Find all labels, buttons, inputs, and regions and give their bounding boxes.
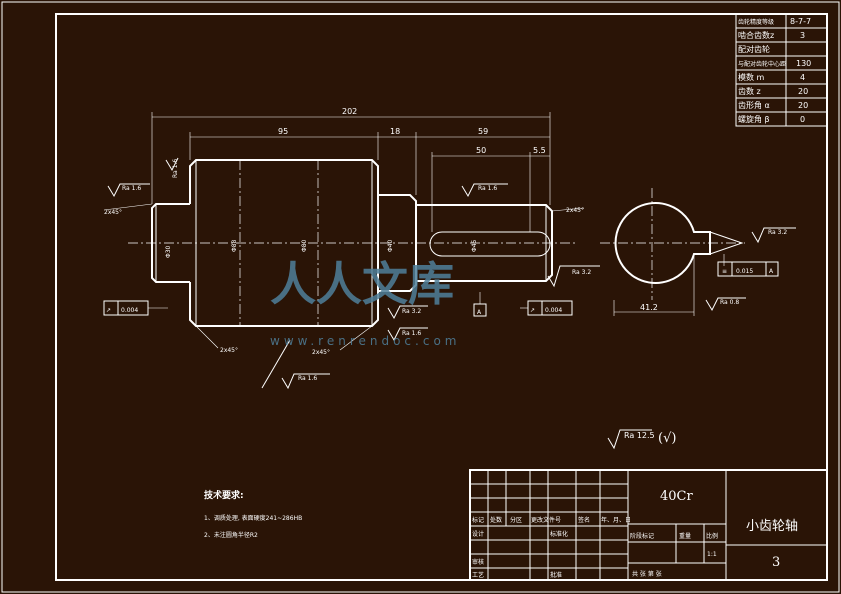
param-value-3: 130	[796, 59, 811, 68]
dim-section-width: 41.2	[640, 303, 658, 312]
param-label-0: 齿轮精度等级	[738, 18, 774, 26]
chamfer-bottom-2: 2x45°	[312, 349, 330, 356]
top-dimensions	[151, 112, 551, 232]
tb-scale-value: 1:1	[707, 551, 717, 558]
tb-check: 审核	[472, 558, 484, 566]
chamfer-bottom-1: 2x45°	[220, 347, 238, 354]
runout-right-symbol: ↗	[530, 307, 535, 314]
tb-material: 40Cr	[660, 489, 693, 504]
param-value-0: 8-7-7	[790, 17, 811, 26]
chamfer-leaders	[103, 203, 585, 351]
dim-dia-big-1: Φ88	[231, 239, 238, 252]
param-label-7: 螺旋角 β	[738, 114, 770, 124]
tech-req-item-1: 1、调质处理, 表面硬度241~286HB	[204, 514, 302, 522]
roughness-ra16-e: Ra 1.6	[402, 330, 421, 337]
tb-mark: 标记	[472, 516, 484, 524]
chamfer-left: 2x45°	[104, 209, 122, 216]
sym-datum: A	[769, 268, 774, 275]
dim-95: 95	[278, 127, 288, 136]
inner-border	[55, 13, 828, 581]
tech-req-title: 技术要求:	[204, 489, 244, 501]
param-label-2: 配对齿轮	[738, 44, 770, 54]
watermark-url: www.renrendoc.com	[270, 334, 460, 348]
roughness-ra16-b: Ra 1.6	[172, 159, 179, 178]
param-value-5: 20	[798, 87, 808, 96]
tb-change-doc: 更改文件号	[531, 516, 561, 524]
param-value-4: 4	[800, 73, 805, 82]
param-label-3: 与配对齿轮中心距	[738, 60, 786, 68]
sym-symbol: ≡	[722, 268, 727, 275]
dim-dia-small: Φ30	[165, 245, 172, 258]
dim-5-5: 5.5	[533, 146, 546, 155]
roughness-ra16-d: Ra 1.6	[298, 375, 317, 382]
tb-part-name: 小齿轮轴	[746, 519, 798, 534]
chamfer-right: 2x45°	[566, 207, 584, 214]
param-value-7: 0	[800, 115, 805, 124]
title-block	[469, 469, 828, 581]
roughness-ra32-a: Ra 3.2	[572, 269, 591, 276]
tb-sheets: 共 张 第 张	[632, 570, 662, 578]
tb-stage: 阶段标记	[630, 532, 654, 540]
params-table: 齿轮精度等级 8-7-7 啮合齿数z 3 配对齿轮 与配对齿轮中心距 130 模…	[735, 13, 828, 127]
shaft-outline	[151, 159, 553, 327]
datum-box-label: A	[477, 309, 482, 316]
roughness-general-suffix: (√)	[658, 431, 676, 446]
roughness-ra32-b: Ra 3.2	[402, 308, 421, 315]
param-value-6: 20	[798, 101, 808, 110]
tech-req-item-2: 2、未注圆角半径R2	[204, 531, 258, 539]
tb-zone: 分区	[510, 516, 522, 524]
runout-right-value: 0.004	[545, 307, 562, 314]
roughness-ra08: Ra 0.8	[720, 299, 739, 306]
sym-value: 0.015	[736, 268, 753, 275]
roughness-marks	[107, 157, 796, 450]
tb-design: 设计	[472, 530, 484, 538]
param-value-1: 3	[800, 31, 805, 40]
dim-dia-key: Φ45	[471, 239, 478, 252]
tolerance-frames	[103, 261, 779, 317]
tb-count: 处数	[490, 516, 502, 524]
dim-dia-mid: Φ40	[387, 239, 394, 252]
param-label-6: 齿形角 α	[738, 100, 770, 110]
tb-approve: 批准	[550, 571, 562, 579]
tb-ratio: 比例	[706, 532, 718, 540]
tb-drawing-no: 3	[772, 555, 780, 570]
dim-overall-length: 202	[342, 107, 357, 116]
roughness-general: Ra 12.5	[624, 431, 655, 440]
param-label-4: 模数 m	[738, 72, 765, 82]
param-label-5: 齿数 z	[738, 86, 761, 96]
tb-signature: 签名	[578, 516, 590, 524]
tb-weight: 重量	[679, 532, 691, 540]
tb-standard: 标准化	[550, 530, 568, 538]
roughness-ra16-a: Ra 1.6	[122, 185, 141, 192]
runout-left-value: 0.004	[121, 307, 138, 314]
param-label-1: 啮合齿数z	[738, 30, 774, 40]
dim-59: 59	[478, 127, 488, 136]
roughness-ra16-c: Ra 1.6	[478, 185, 497, 192]
watermark-text: 人人文库	[270, 257, 454, 311]
dim-dia-big-2: Φ80	[301, 239, 308, 252]
section-view	[600, 188, 745, 316]
tb-process: 工艺	[472, 571, 484, 579]
dim-50: 50	[476, 146, 486, 155]
dim-18: 18	[390, 127, 400, 136]
runout-left-symbol: ↗	[106, 307, 111, 314]
roughness-ra32-c: Ra 3.2	[768, 229, 787, 236]
tb-date: 年、月、日	[601, 516, 631, 524]
